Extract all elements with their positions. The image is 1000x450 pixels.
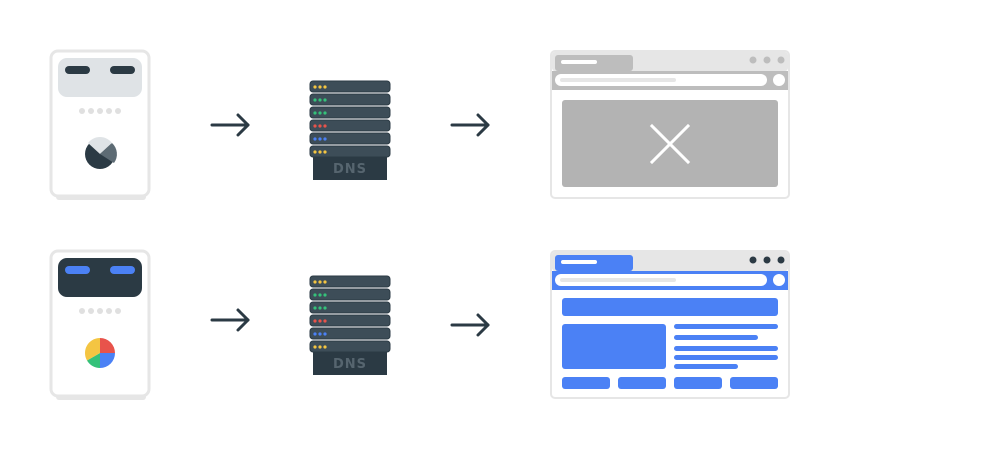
page-image-block xyxy=(562,324,666,369)
page-button-block xyxy=(562,377,610,389)
x-mark-icon xyxy=(649,123,691,165)
dns-label: DNS xyxy=(333,162,367,177)
text-line xyxy=(674,364,738,369)
text-line xyxy=(674,355,778,360)
arrow-right-icon xyxy=(210,113,250,137)
arrow-right-icon xyxy=(450,113,490,137)
page-button-block xyxy=(674,377,722,389)
dns-server-icon: DNS xyxy=(309,80,391,180)
browser-menu-button xyxy=(773,74,785,86)
webpage-layout-icon xyxy=(562,298,778,389)
window-control-dot xyxy=(763,256,771,264)
chrome-logo-icon xyxy=(84,337,115,368)
text-line xyxy=(674,346,778,351)
server-status-leds xyxy=(313,85,327,154)
server-status-leds xyxy=(313,280,327,349)
row-failure: DNS xyxy=(49,49,790,200)
page-button-block xyxy=(730,377,778,389)
page-header-block xyxy=(562,298,778,316)
x-logo-icon xyxy=(85,137,117,169)
router-led-right xyxy=(110,66,135,74)
router-icon-failing xyxy=(49,49,151,200)
dns-server-icon: DNS xyxy=(309,275,391,375)
router-vent-dots xyxy=(79,108,121,114)
router-vent-dots xyxy=(79,308,121,314)
router-icon-working xyxy=(49,249,151,400)
browser-menu-button xyxy=(773,274,785,286)
window-control-dot xyxy=(749,56,757,64)
router-led-right xyxy=(110,266,135,274)
row-success: DNS xyxy=(49,249,790,400)
arrow-right-icon xyxy=(210,308,250,332)
window-control-dot xyxy=(777,256,785,264)
window-control-dot xyxy=(777,56,785,64)
router-led-left xyxy=(65,266,90,274)
window-control-dot xyxy=(763,56,771,64)
window-control-dot xyxy=(749,256,757,264)
text-line xyxy=(674,324,778,329)
page-button-block xyxy=(618,377,666,389)
arrow-right-icon xyxy=(450,313,490,337)
browser-loaded-icon xyxy=(550,250,790,399)
text-line xyxy=(674,335,758,340)
router-led-left xyxy=(65,66,90,74)
dns-label: DNS xyxy=(333,357,367,372)
browser-error-icon xyxy=(550,50,790,199)
